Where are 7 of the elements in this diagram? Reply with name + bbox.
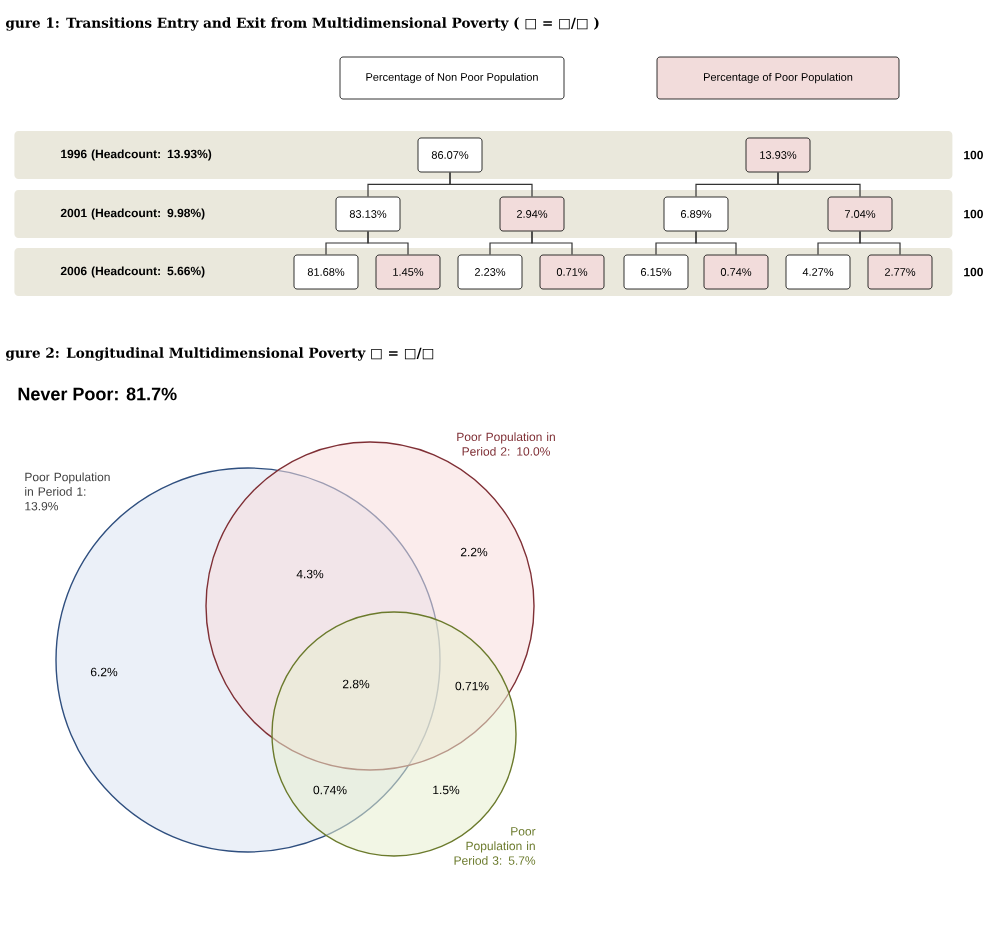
tree-connector [695,230,737,256]
never-poor-label: Never Poor: 81.7% [18,387,177,401]
tree-connector [777,171,861,198]
tree-connector [859,230,901,256]
tree-connector [449,171,533,198]
tree-connector [531,230,573,256]
tree-connector [367,230,409,256]
